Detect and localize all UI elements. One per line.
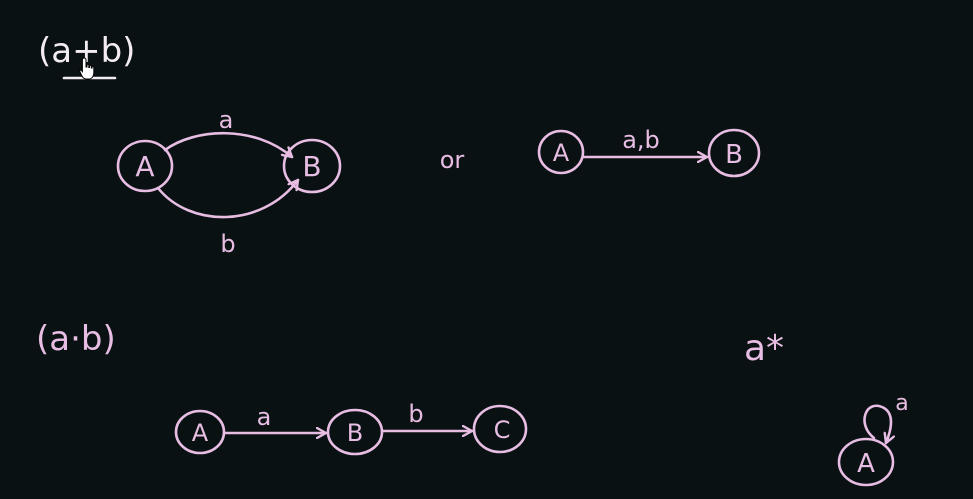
state-c-circle bbox=[472, 404, 528, 454]
state-b-label: B bbox=[347, 419, 363, 447]
union-diagram-combined-edge: A B a,b bbox=[537, 126, 761, 178]
self-loop-label: a bbox=[895, 391, 908, 416]
state-a-label: A bbox=[857, 449, 875, 479]
state-a-label: A bbox=[192, 419, 209, 447]
union-diagram-split-edges: A B a b bbox=[116, 106, 342, 258]
union-section: (a+b) A B a b or A B a,b bbox=[38, 31, 761, 258]
edge-a-label: a bbox=[257, 403, 272, 431]
concat-section: (a·b) A B C a b bbox=[36, 319, 528, 456]
lower-edge-label: b bbox=[220, 230, 235, 258]
state-a-label: A bbox=[135, 150, 154, 183]
state-b-label: B bbox=[725, 140, 743, 170]
state-a-circle bbox=[537, 129, 585, 175]
state-b-label: B bbox=[302, 150, 321, 183]
self-loop-arrow bbox=[863, 404, 891, 445]
lower-edge-arrow bbox=[156, 178, 300, 219]
hand-pointer-icon bbox=[79, 57, 95, 80]
or-connector: or bbox=[440, 146, 465, 174]
state-c-label: C bbox=[494, 416, 511, 444]
state-a-circle bbox=[837, 437, 895, 487]
state-b-circle bbox=[707, 128, 761, 178]
upper-edge-label: a bbox=[219, 106, 234, 134]
state-a-circle bbox=[116, 139, 174, 193]
edge-b-label: b bbox=[408, 400, 423, 428]
state-b-circle bbox=[282, 138, 342, 194]
combined-edge-label: a,b bbox=[622, 126, 660, 154]
concat-title: (a·b) bbox=[36, 319, 116, 359]
upper-edge-arrow bbox=[163, 131, 294, 159]
star-title: a* bbox=[744, 328, 784, 369]
star-section: a* A a bbox=[744, 328, 909, 487]
state-a-label: A bbox=[553, 139, 570, 167]
